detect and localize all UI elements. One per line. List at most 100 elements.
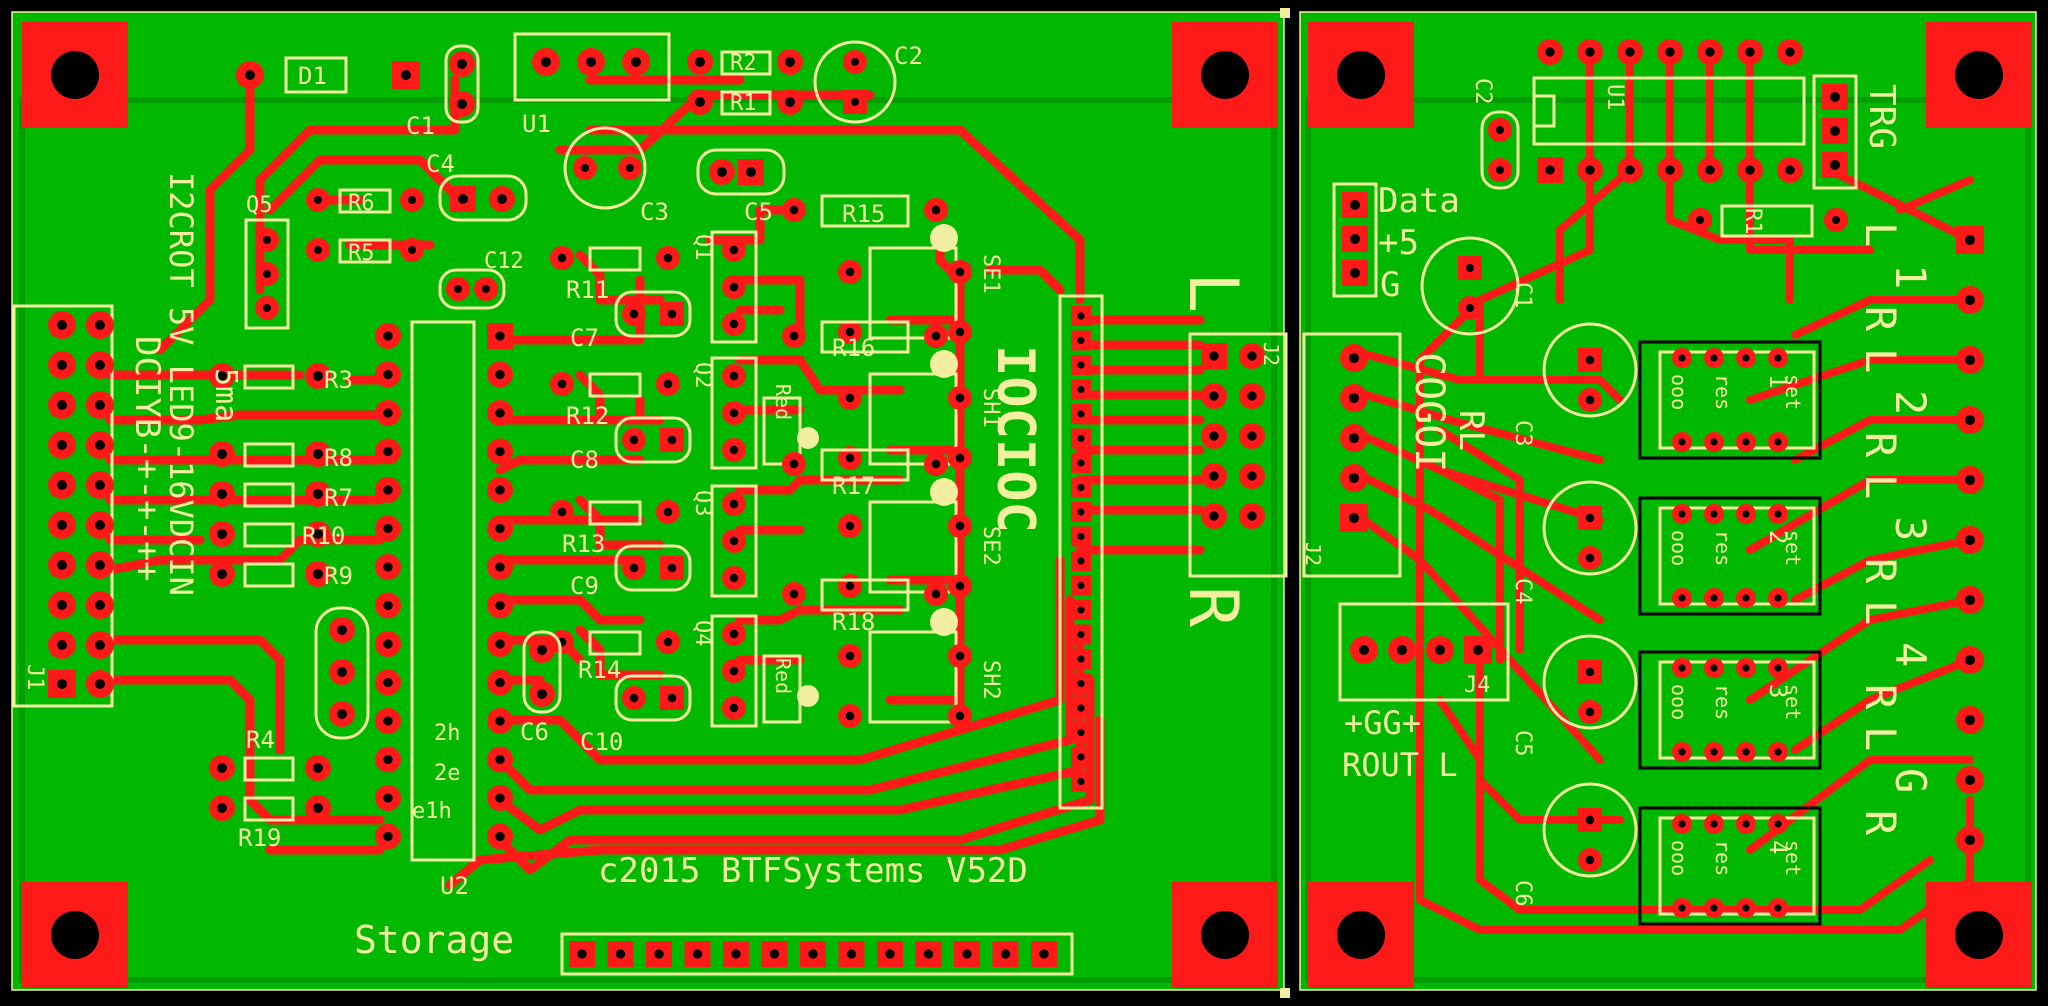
drill-hole (1209, 351, 1219, 361)
drill-hole (955, 453, 965, 463)
drill-hole (1077, 630, 1085, 639)
module-osc-label: ooo (1667, 840, 1691, 876)
drill-hole (1585, 707, 1595, 717)
drill-hole (383, 408, 393, 418)
drill-hole (1077, 459, 1085, 467)
drill-hole (731, 949, 741, 959)
drill-hole (495, 485, 505, 495)
drill-hole (729, 282, 739, 292)
drill-hole (383, 716, 393, 726)
drill-hole (1742, 510, 1750, 518)
drill-hole (1585, 513, 1595, 523)
drill-hole (557, 379, 567, 389)
r1-resistor-right (1688, 204, 1848, 238)
drill-hole (1678, 438, 1686, 446)
drill-hole (955, 521, 965, 531)
j2-header-left (1188, 332, 1288, 578)
drill-hole (1585, 855, 1595, 865)
drill-hole (1585, 667, 1595, 677)
ref-q5: Q5 (246, 193, 273, 218)
r4-r19-resistors (209, 755, 331, 822)
module-outline (1658, 350, 1816, 450)
drill-hole (1625, 47, 1635, 57)
ref-r1: R1 (730, 91, 757, 116)
module-osc-label: ooo (1667, 530, 1691, 566)
big-l-label: L (1173, 272, 1252, 313)
ref-r19: R19 (238, 824, 281, 852)
c1-capacitor (444, 44, 480, 124)
resistor-outline (588, 246, 642, 272)
column-label: 4 (1886, 642, 1935, 667)
ref-sh1: SH1 (978, 388, 1003, 428)
ref-r15: R15 (842, 200, 885, 228)
column-label: L (1856, 474, 1905, 499)
drill-hole (962, 949, 972, 959)
drill-hole (1964, 594, 1976, 606)
crystal-oval (314, 606, 370, 740)
drill-hole (1585, 395, 1595, 405)
drill-hole (1209, 471, 1219, 481)
drill-hole (1964, 654, 1976, 666)
ref-red-2: Red (771, 658, 795, 694)
drill-hole (495, 639, 505, 649)
ref-q3: Q3 (690, 490, 715, 517)
capacitor-outline (614, 674, 692, 722)
drill-hole (1710, 820, 1718, 828)
drill-hole (729, 445, 739, 455)
drill-hole (1710, 510, 1718, 518)
drill-hole (667, 435, 677, 445)
ref-r1-right: R1 (1740, 208, 1765, 235)
drill-hole (1077, 483, 1085, 492)
drill-hole (1678, 354, 1686, 362)
drill-hole (1077, 361, 1085, 369)
ref-c2-right: C2 (1470, 78, 1495, 105)
drill-hole (729, 371, 739, 381)
capacitor-outline (614, 544, 692, 592)
plus5-label: +5 (1378, 223, 1419, 263)
drill-hole (1710, 354, 1718, 362)
ref-se1: SE1 (978, 254, 1003, 294)
ref-q1: Q1 (690, 234, 715, 261)
drill-hole (383, 369, 393, 380)
drill-hole (1710, 748, 1718, 756)
j1-header (12, 304, 114, 708)
drill-hole (1964, 414, 1976, 426)
drill-hole (1247, 511, 1257, 521)
drill-hole (495, 369, 505, 380)
column-label: R (1856, 558, 1905, 584)
drill-hole (1209, 391, 1219, 401)
ref-r7: R7 (324, 484, 353, 512)
drill-hole (789, 589, 799, 599)
ref-c1: C1 (406, 112, 435, 140)
module-number: 1 (1764, 374, 1792, 388)
column-label: 2 (1886, 390, 1935, 415)
ref-u1-right: U1 (1602, 84, 1627, 111)
ref-c2: C2 (894, 42, 923, 70)
drill-hole (845, 651, 855, 661)
r1-r2-resistors (687, 49, 803, 116)
drill-hole (729, 573, 739, 583)
resistor-outline (588, 630, 642, 656)
drill-hole (1077, 655, 1085, 663)
ref-r8: R8 (324, 444, 353, 472)
ref-c1-right: C1 (1510, 282, 1535, 309)
drill-hole (1742, 664, 1750, 672)
r15-r18-resistors (762, 194, 972, 728)
drill-hole (557, 253, 567, 263)
drill-hole (1678, 820, 1686, 828)
ref-r5: R5 (348, 241, 375, 266)
ref-j2-left: J2 (1259, 342, 1283, 366)
drill-hole (1774, 820, 1782, 828)
drill-hole (1348, 432, 1360, 444)
drill-hole (729, 245, 739, 255)
j4-top-label: +GG+ (1344, 704, 1421, 742)
drill-hole (1774, 510, 1782, 518)
module-number: 3 (1764, 684, 1792, 698)
drill-hole (1545, 47, 1555, 57)
storage-label: Storage (354, 918, 514, 962)
drill-hole (955, 711, 965, 721)
mounting-hole-rtl (1308, 22, 1414, 128)
ref-r12: R12 (566, 402, 609, 430)
drill-hole (667, 563, 677, 573)
